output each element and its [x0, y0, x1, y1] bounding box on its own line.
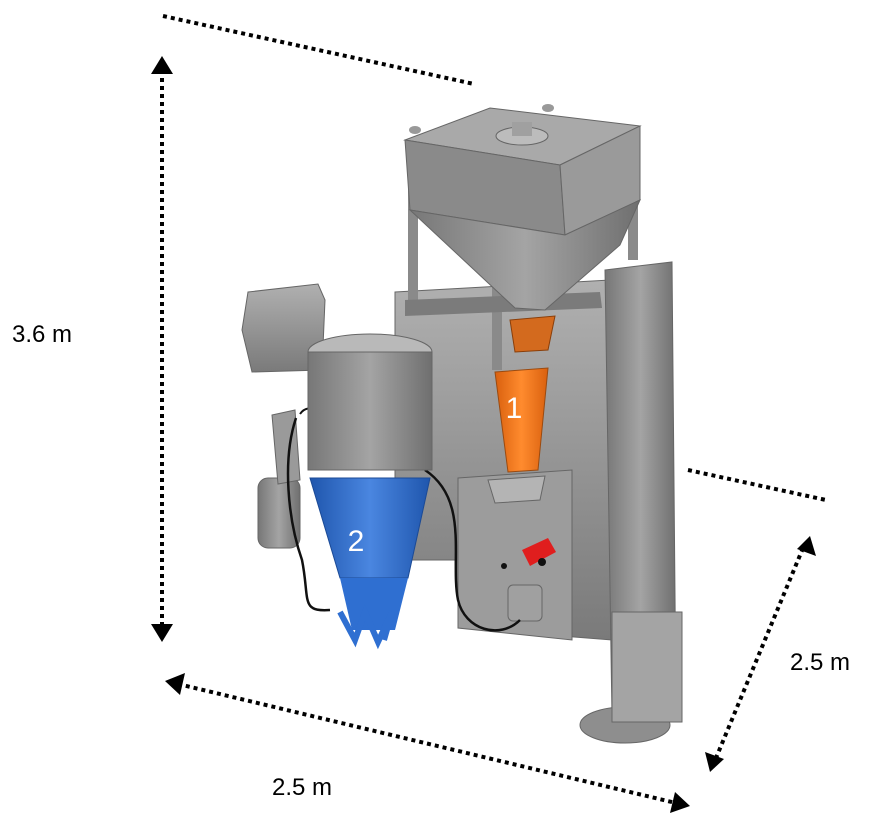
depth-arrow-bottom [705, 752, 724, 772]
component-2-cyclone: 2 [307, 333, 433, 650]
width-arrow-right [670, 792, 690, 813]
dimension-lines [160, 14, 827, 805]
orange-cone [494, 367, 549, 473]
component-2-label: 2 [348, 525, 365, 558]
width-arrow-left [165, 673, 185, 695]
dimension-arrowheads [151, 56, 816, 813]
component-1-cyclone: 1 [494, 315, 556, 473]
blue-cone [309, 477, 431, 579]
height-arrow-top [151, 56, 173, 74]
width-label: 2.5 m [272, 774, 332, 801]
height-arrow-bottom [151, 624, 173, 642]
depth-label: 2.5 m [790, 649, 850, 676]
depth-arrow-top [797, 536, 816, 556]
machine-body [241, 104, 683, 744]
height-label: 3.6 m [12, 321, 72, 348]
component-1-label: 1 [506, 392, 523, 425]
